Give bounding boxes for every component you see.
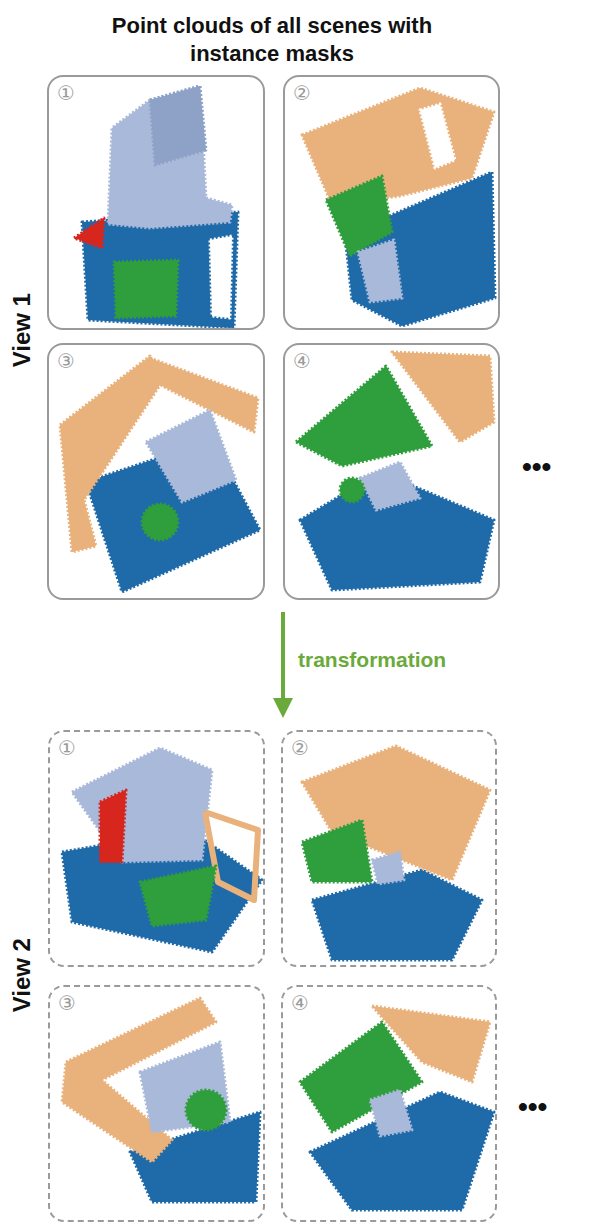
scene-box: ④	[283, 343, 500, 600]
figure-title: Point clouds of all scenes with instance…	[102, 12, 442, 67]
object-cloud	[186, 1090, 226, 1130]
scene-number: ③	[57, 351, 75, 371]
object-cloud	[370, 1090, 412, 1136]
scene-box: ④	[281, 985, 497, 1222]
transformation-arrow	[281, 612, 285, 714]
scene-box: ①	[47, 75, 265, 330]
scene-number: ③	[58, 993, 76, 1013]
scene-box: ②	[283, 75, 500, 330]
scene-box: ②	[281, 730, 497, 967]
object-cloud	[340, 478, 364, 502]
object-cloud	[360, 462, 420, 510]
scene-number: ④	[291, 993, 309, 1013]
object-cloud	[72, 748, 212, 862]
ellipsis: •••	[522, 452, 551, 483]
object-cloud	[142, 504, 178, 540]
object-cloud	[302, 820, 372, 882]
wall-cloud	[302, 88, 494, 205]
scene-number: ④	[293, 351, 311, 371]
object-cloud	[74, 218, 104, 248]
ellipsis: •••	[518, 1092, 547, 1123]
view-label: View 2	[9, 938, 35, 1012]
wall-gap	[420, 104, 455, 168]
view-label: View 1	[9, 293, 35, 367]
scene-number: ②	[291, 738, 309, 758]
object-cloud	[108, 86, 232, 228]
scene-box: ③	[47, 343, 265, 600]
object-cloud	[150, 86, 206, 165]
scene-box: ③	[48, 985, 265, 1222]
object-cloud	[140, 866, 216, 926]
scene-number: ①	[57, 83, 75, 103]
arrow-label: transformation	[298, 648, 446, 671]
object-cloud	[100, 790, 126, 862]
object-cloud	[146, 410, 236, 502]
object-cloud	[296, 366, 432, 466]
object-cloud	[372, 852, 404, 884]
floor-hole	[210, 236, 232, 318]
object-cloud	[140, 1042, 230, 1132]
scene-number: ①	[58, 738, 76, 758]
chair-cloud	[205, 812, 258, 900]
floor-cloud	[82, 212, 238, 328]
object-cloud	[358, 240, 402, 302]
object-cloud	[114, 260, 178, 318]
scene-number: ②	[293, 83, 311, 103]
scene-box: ①	[48, 730, 265, 967]
